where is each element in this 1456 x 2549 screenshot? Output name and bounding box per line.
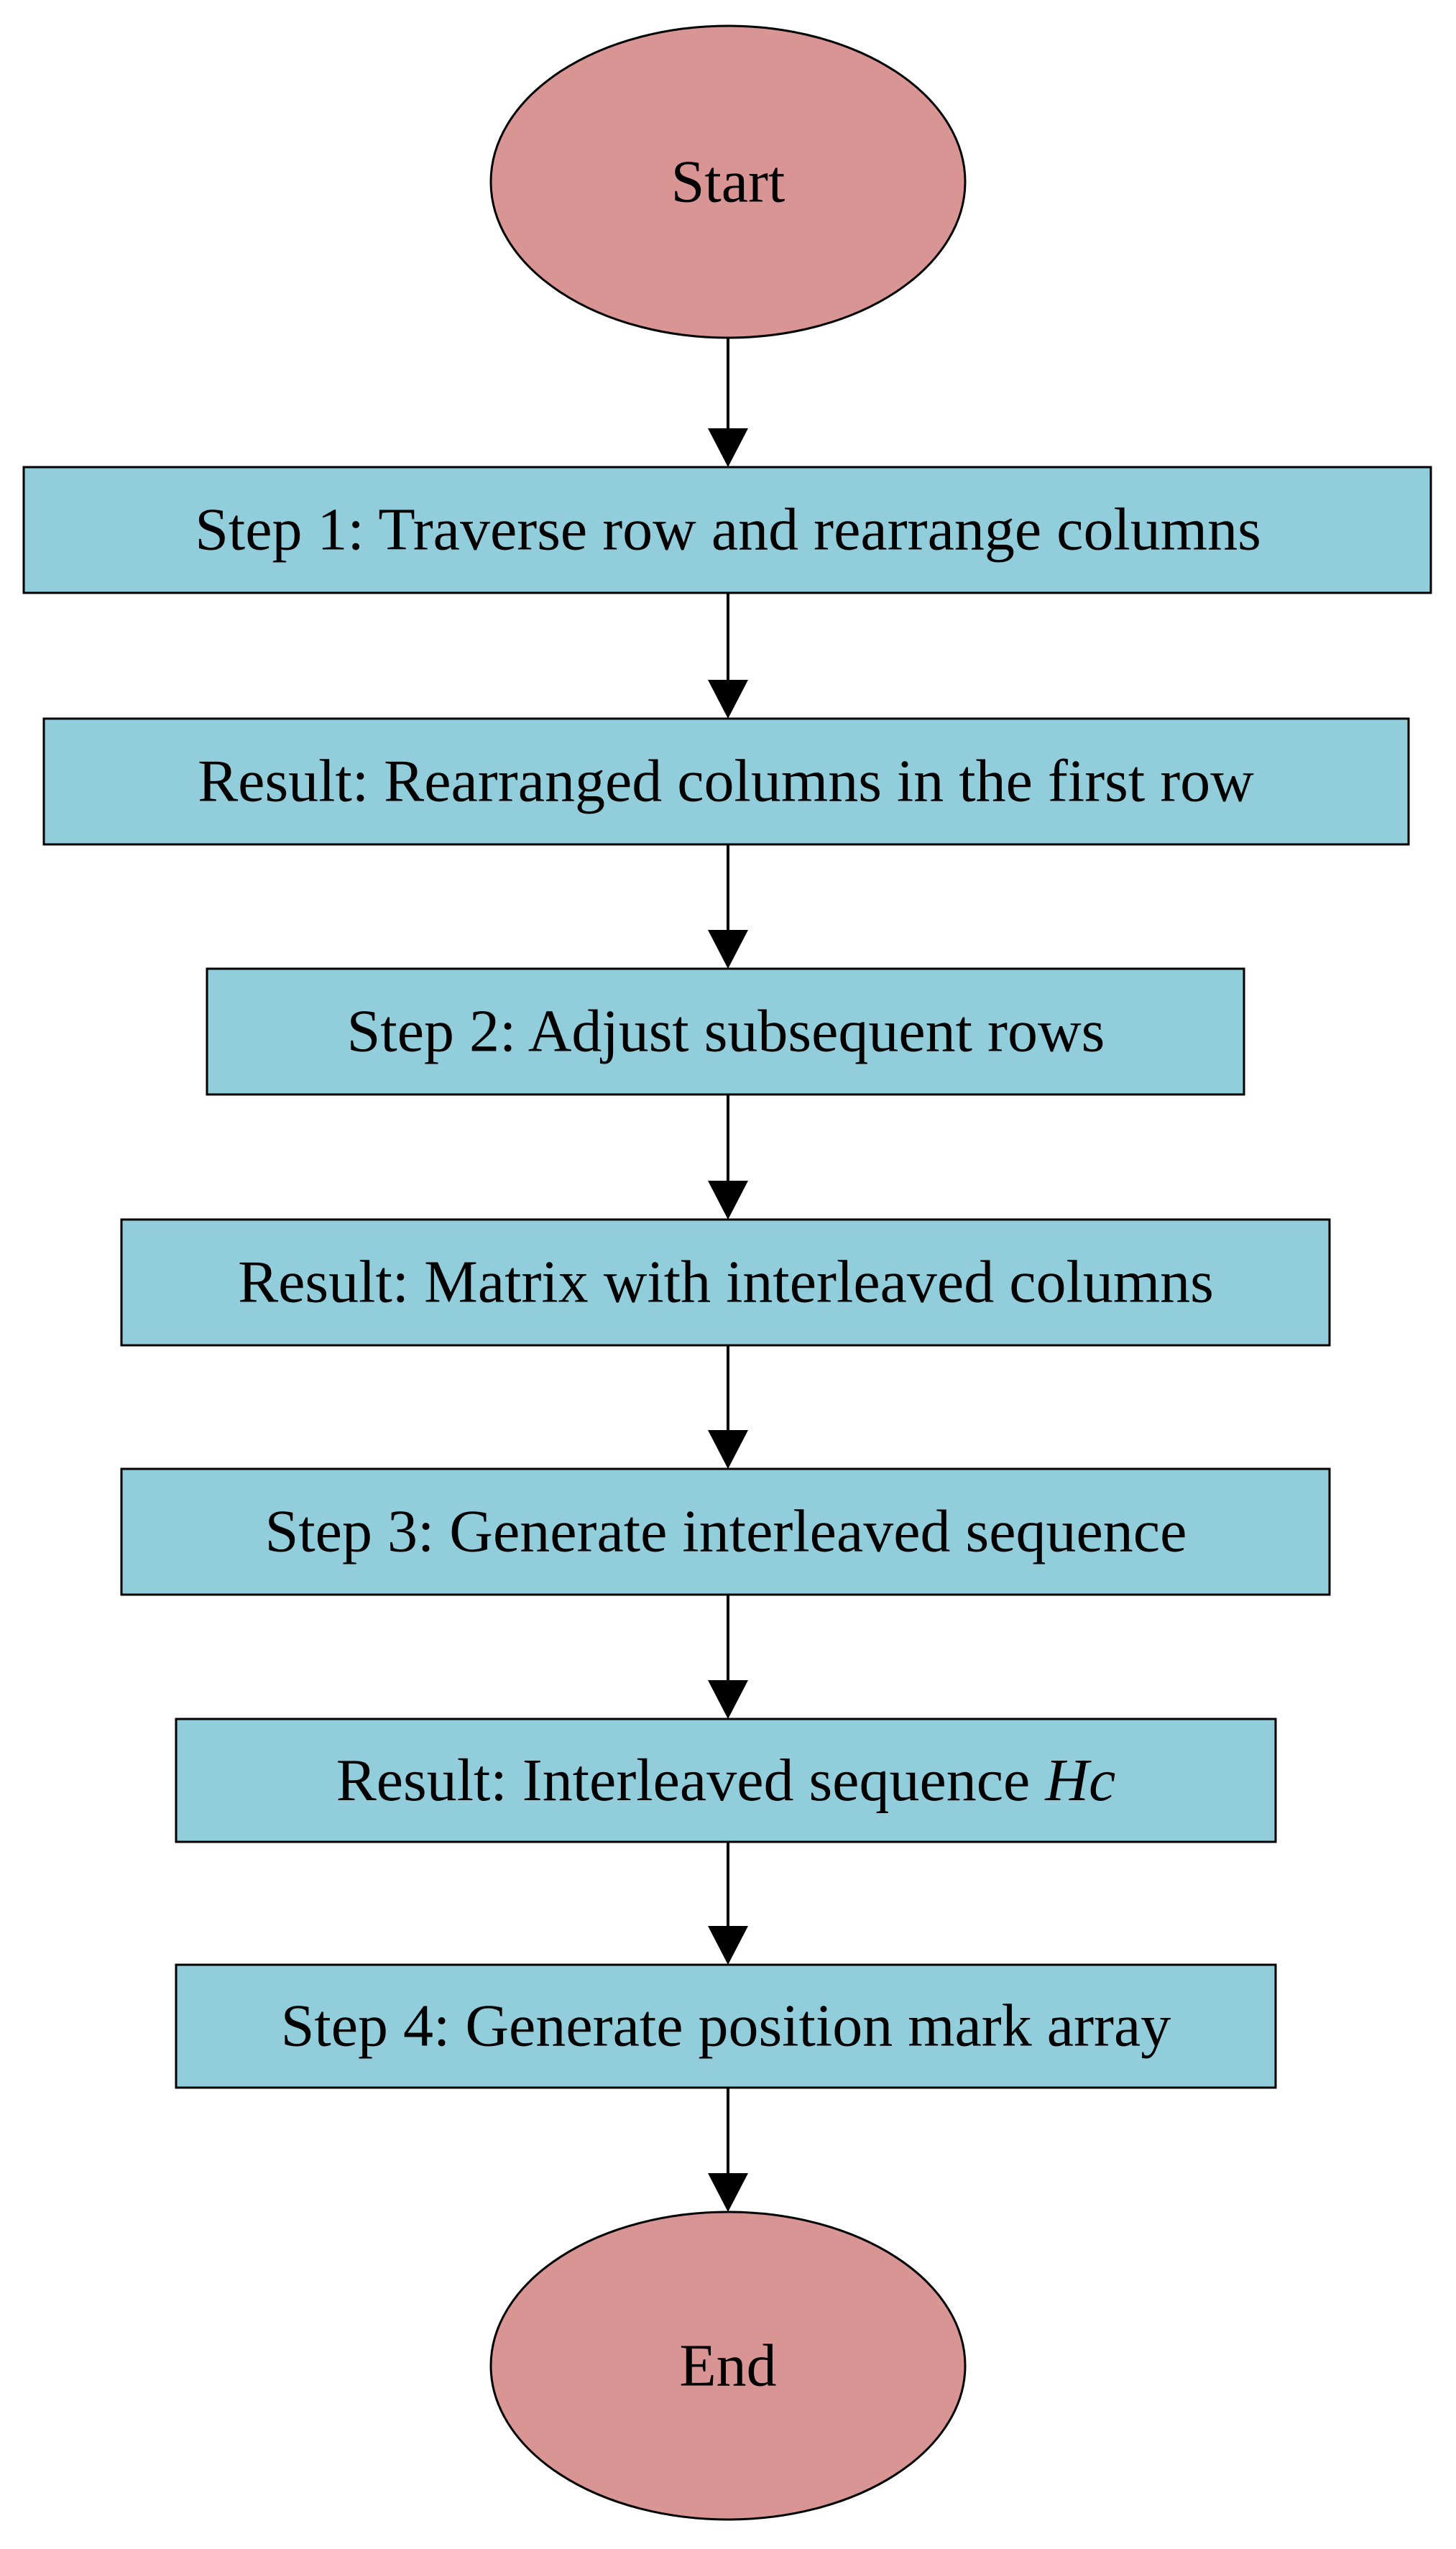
step4-box xyxy=(175,1963,1277,2089)
step1-node: Step 1: Traverse row and rearrange colum… xyxy=(22,466,1432,594)
result3-box xyxy=(175,1718,1277,1843)
step2-node: Step 2: Adjust subsequent rows xyxy=(206,967,1245,1096)
arrowhead-step2 xyxy=(708,930,748,969)
step3-label: Step 3: Generate interleaved sequence xyxy=(265,1498,1187,1565)
result3-symbol-hc: Hc xyxy=(1044,1747,1115,1814)
result2-box xyxy=(120,1218,1331,1347)
step2-box xyxy=(206,967,1245,1096)
result1-node: Result: Rearranged columns in the first … xyxy=(42,717,1410,846)
result3-label-prefix: Result: Interleaved sequence xyxy=(336,1747,1046,1814)
result2-label: Result: Matrix with interleaved columns xyxy=(238,1249,1214,1316)
arrowhead-step3 xyxy=(708,1430,748,1469)
step1-box xyxy=(22,466,1432,594)
end-label: End xyxy=(679,2333,776,2400)
result1-label: Result: Rearranged columns in the first … xyxy=(198,748,1254,815)
result1-box xyxy=(42,717,1410,846)
end-ellipse xyxy=(489,2211,967,2521)
arrowhead-result1 xyxy=(708,680,748,719)
arrowhead-end xyxy=(708,2173,748,2212)
arrowhead-step4 xyxy=(708,1926,748,1965)
start-node: Start xyxy=(489,24,967,339)
step4-label: Step 4: Generate position mark array xyxy=(281,1993,1171,2060)
step2-label: Step 2: Adjust subsequent rows xyxy=(347,998,1105,1065)
start-label: Start xyxy=(671,149,785,216)
arrowhead-result3 xyxy=(708,1680,748,1719)
arrowhead-step1 xyxy=(708,428,748,467)
connectors xyxy=(708,338,748,2212)
step4-node: Step 4: Generate position mark array xyxy=(175,1963,1277,2089)
start-ellipse xyxy=(489,24,967,339)
result2-node: Result: Matrix with interleaved columns xyxy=(120,1218,1331,1347)
end-node: End xyxy=(489,2211,967,2521)
step3-node: Step 3: Generate interleaved sequence xyxy=(120,1467,1331,1596)
step1-label: Step 1: Traverse row and rearrange colum… xyxy=(195,497,1261,563)
result3-label: Result: Interleaved sequence Hc xyxy=(336,1747,1116,1814)
result3-node: Result: Interleaved sequence Hc xyxy=(175,1718,1277,1843)
arrowhead-result2 xyxy=(708,1181,748,1220)
step3-box xyxy=(120,1467,1331,1596)
